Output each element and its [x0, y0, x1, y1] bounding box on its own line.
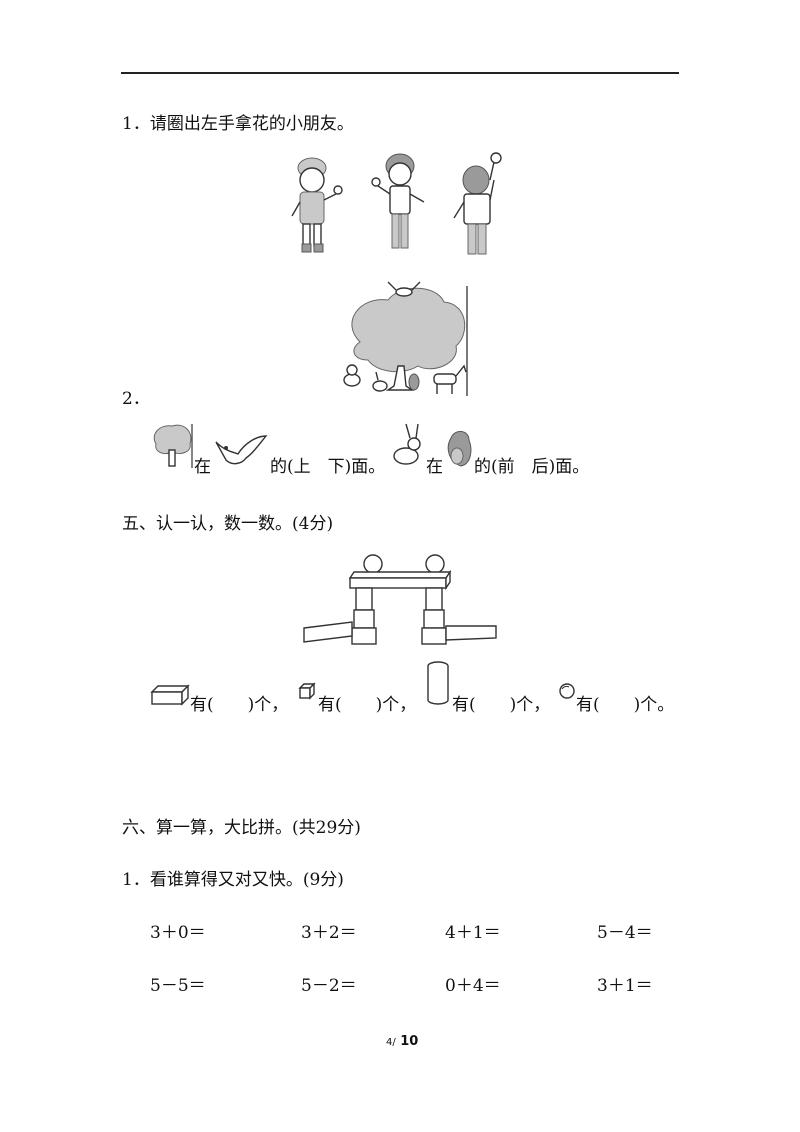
equation: 5－2＝	[301, 976, 357, 996]
tree-scene-illustration	[343, 281, 468, 396]
cuboid-icon	[150, 684, 190, 706]
equation: 3＋1＝	[597, 976, 653, 996]
equation: 0＋4＝	[445, 976, 501, 996]
q2-text-3: 在	[426, 457, 443, 477]
q2-text-2: 的(上 下)面。	[270, 457, 386, 477]
tree-icon	[153, 424, 193, 468]
dog	[343, 364, 361, 387]
count-cube: 有( )个，	[318, 695, 417, 715]
equation: 5－4＝	[597, 923, 653, 943]
section-6-subquestion-1: 1．看谁算得又对又快。(9分)	[122, 870, 344, 890]
section-5-title: 五、认一认，数一数。(4分)	[122, 514, 334, 534]
section-6-title: 六、算一算，大比拼。(共29分)	[122, 818, 361, 838]
header-rule	[121, 72, 679, 74]
child-3	[453, 152, 502, 255]
equation: 5－5＝	[150, 976, 206, 996]
page-total: 10	[400, 1034, 419, 1049]
q2-text-1: 在	[194, 457, 211, 477]
question-1-text: 请圈出左手拿花的小朋友。	[149, 114, 354, 134]
page-current: 4/	[386, 1037, 396, 1048]
bird-on-tree	[387, 281, 421, 297]
blocks-structure-illustration	[303, 554, 497, 645]
children-illustration	[291, 152, 502, 255]
horse	[433, 364, 467, 394]
question-1-number: 1．	[122, 114, 150, 134]
count-cylinder: 有( )个，	[452, 695, 551, 715]
rabbit	[372, 371, 388, 392]
question-1: 1．请圈出左手拿花的小朋友。	[122, 109, 354, 134]
bird-icon	[215, 435, 268, 465]
sphere-icon	[559, 683, 575, 699]
squirrel	[408, 373, 420, 391]
rabbit-icon	[393, 423, 421, 465]
child-2	[371, 153, 425, 249]
question-2-number: 2．	[122, 389, 150, 409]
equation: 3＋0＝	[150, 923, 206, 943]
page-number: 4/ 10	[386, 1034, 418, 1049]
q2-text-4: 的(前 后)面。	[474, 457, 590, 477]
cylinder-icon	[427, 661, 449, 705]
cube-icon	[298, 682, 316, 700]
squirrel-icon	[447, 431, 472, 467]
equation: 3＋2＝	[301, 923, 357, 943]
equation: 4＋1＝	[445, 923, 501, 943]
child-1	[291, 157, 343, 253]
count-cuboid: 有( )个，	[190, 695, 289, 715]
count-sphere: 有( )个。	[576, 695, 675, 715]
